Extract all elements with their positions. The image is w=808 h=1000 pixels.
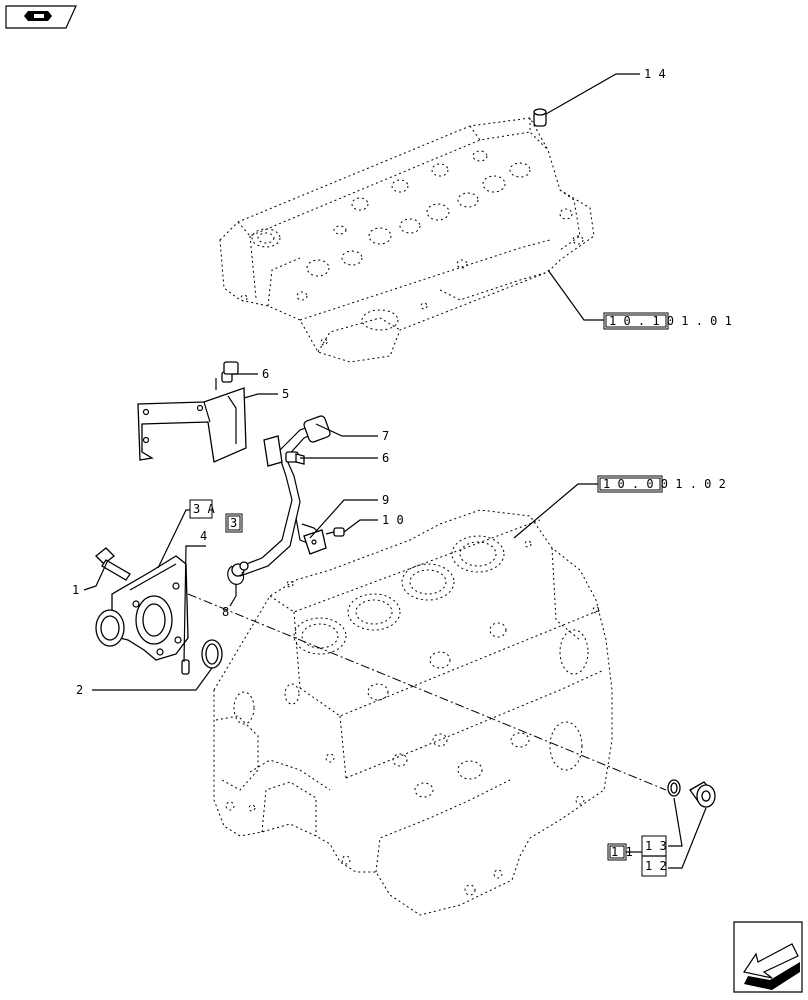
bolt-part-1[interactable] xyxy=(95,547,131,581)
label-part-4: 4 xyxy=(200,529,207,543)
svg-text:6: 6 xyxy=(262,367,269,381)
ref-box-cylinder-head[interactable]: 1 0 . 1 0 1 . 0 1 xyxy=(603,312,732,330)
label-part-5: 5 xyxy=(282,387,289,401)
label-part-6-pipe: 6 xyxy=(382,451,389,465)
svg-text:1 0: 1 0 xyxy=(382,513,404,527)
svg-text:2: 2 xyxy=(76,683,83,697)
leader-lines xyxy=(83,73,707,869)
label-part-11[interactable]: 1 1 xyxy=(607,843,633,861)
label-part-7: 7 xyxy=(382,429,389,443)
pipe-part-7[interactable] xyxy=(231,415,331,577)
seal-ring-part-13[interactable] xyxy=(667,779,681,797)
svg-text:1 4: 1 4 xyxy=(644,67,666,81)
svg-text:1 0 . 0 0 1 . 0 2: 1 0 . 0 0 1 . 0 2 xyxy=(603,477,726,491)
ref-box-engine-block[interactable]: 1 0 . 0 0 1 . 0 2 xyxy=(597,475,726,493)
label-part-14: 1 4 xyxy=(644,67,666,81)
label-part-3a: 3 A xyxy=(189,499,215,519)
plug-part-12[interactable] xyxy=(689,781,716,808)
next-page-arrow-icon[interactable] xyxy=(733,921,803,993)
label-part-8: 8 xyxy=(222,605,229,619)
svg-text:6: 6 xyxy=(382,451,389,465)
label-part-2: 2 xyxy=(76,683,83,697)
assembly-axis-line xyxy=(187,593,667,791)
plug-part-14[interactable] xyxy=(533,108,547,127)
bolt-part-10[interactable] xyxy=(325,527,345,537)
water-pump-housing-part-3[interactable] xyxy=(95,555,189,661)
svg-text:1 2: 1 2 xyxy=(645,859,667,873)
label-part-1: 1 xyxy=(72,583,79,597)
bolt-part-6-pipe[interactable] xyxy=(285,451,305,465)
svg-text:8: 8 xyxy=(222,605,229,619)
svg-text:3 A: 3 A xyxy=(193,502,215,516)
label-group-12-13: 1 3 1 2 xyxy=(626,835,667,877)
label-part-10: 1 0 xyxy=(382,513,404,527)
label-part-9: 9 xyxy=(382,493,389,507)
clip-part-9[interactable] xyxy=(303,529,327,555)
svg-text:9: 9 xyxy=(382,493,389,507)
catalog-book-icon[interactable] xyxy=(5,5,77,29)
bolt-part-6-top[interactable] xyxy=(215,361,239,390)
bracket-part-5[interactable] xyxy=(137,387,247,463)
gasket-part-2[interactable] xyxy=(201,639,223,669)
svg-text:7: 7 xyxy=(382,429,389,443)
svg-text:1 0 . 1 0 1 . 0 1: 1 0 . 1 0 1 . 0 1 xyxy=(609,314,732,328)
svg-text:4: 4 xyxy=(200,529,207,543)
label-part-6-top: 6 xyxy=(262,367,269,381)
cylinder-head-drawing xyxy=(219,117,595,363)
svg-text:5: 5 xyxy=(282,387,289,401)
clamp-part-8[interactable] xyxy=(227,565,245,596)
svg-text:1 3: 1 3 xyxy=(645,839,667,853)
dowel-pin-part-4[interactable] xyxy=(181,659,190,675)
svg-text:3: 3 xyxy=(230,516,237,530)
engine-block-drawing xyxy=(213,509,613,916)
svg-text:1: 1 xyxy=(72,583,79,597)
svg-text:1 1: 1 1 xyxy=(611,845,633,859)
label-part-3[interactable]: 3 xyxy=(225,513,243,533)
